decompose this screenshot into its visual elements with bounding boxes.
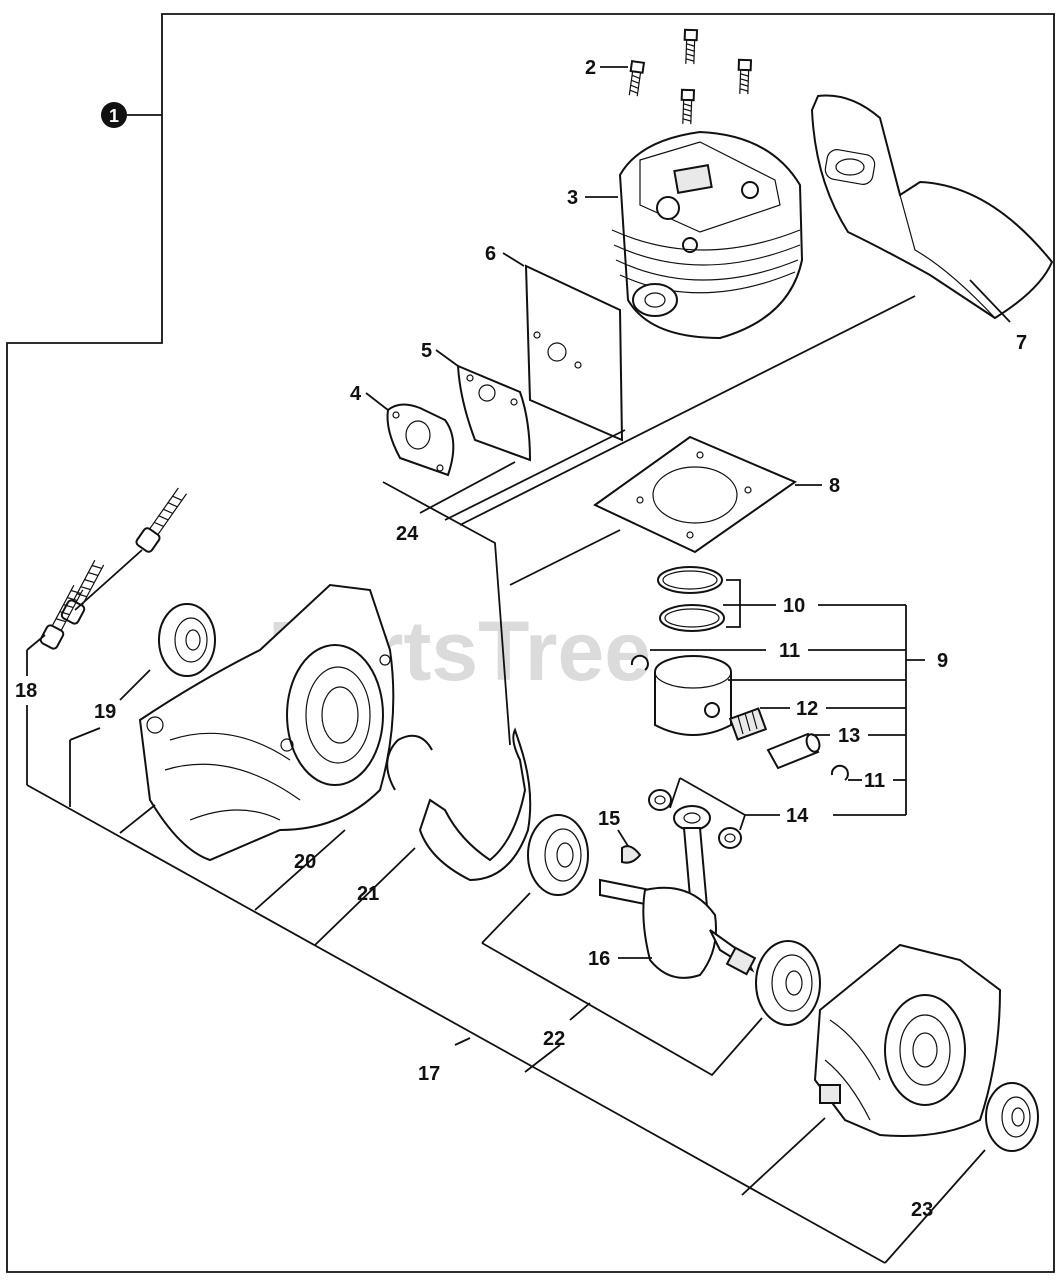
callout-17: 17 — [418, 1063, 440, 1085]
piston-circlips — [630, 654, 849, 781]
callout-23: 23 — [911, 1199, 933, 1221]
leader-lines — [26, 66, 1011, 1264]
assembly-callout: 1 — [101, 102, 162, 128]
crankcase-right — [813, 943, 1002, 1137]
callout-4: 4 — [350, 383, 362, 405]
thrust-washers — [648, 789, 742, 849]
callout-2: 2 — [585, 57, 596, 79]
main-bearing-left — [527, 814, 589, 896]
oil-seal-right — [985, 1082, 1039, 1152]
callout-12: 12 — [796, 698, 818, 720]
snap-ring — [386, 734, 433, 791]
gasket-5 — [456, 364, 532, 462]
piston-rings — [657, 566, 725, 632]
callout-18: 18 — [15, 680, 37, 702]
callout-11-upper: 11 — [779, 640, 800, 662]
svg-text:1: 1 — [109, 106, 119, 126]
main-bearing-right — [755, 940, 821, 1026]
crankcase-left — [138, 583, 395, 862]
callout-19: 19 — [94, 701, 116, 723]
callout-21: 21 — [357, 883, 379, 905]
crankcase-bolts — [39, 487, 188, 650]
callout-15: 15 — [598, 808, 620, 830]
crankcase-gasket — [418, 727, 532, 882]
callout-11-lower: 11 — [864, 770, 885, 792]
callout-5: 5 — [421, 340, 432, 362]
callout-6: 6 — [485, 243, 496, 265]
callout-16: 16 — [588, 948, 610, 970]
diagram-frame — [6, 13, 1055, 1273]
piston — [654, 655, 732, 736]
crankshaft — [599, 805, 757, 979]
needle-bearing — [728, 707, 768, 741]
cylinder — [611, 130, 804, 340]
cylinder-screws — [628, 28, 753, 125]
callout-24: 24 — [396, 523, 419, 545]
oil-seal-left — [158, 603, 216, 677]
gasket-4 — [386, 403, 455, 477]
callout-9: 9 — [937, 650, 948, 672]
callout-3: 3 — [567, 187, 578, 209]
heat-shield — [810, 94, 1054, 320]
woodruff-key — [621, 845, 642, 864]
piston-pin — [766, 732, 821, 770]
callout-8: 8 — [829, 475, 840, 497]
callout-20: 20 — [294, 851, 316, 873]
callout-13: 13 — [838, 725, 860, 747]
callout-labels: 2 3 6 5 4 7 8 24 10 11 9 12 13 11 14 15 … — [15, 57, 1027, 1221]
cylinder-gasket — [593, 435, 798, 554]
callout-22: 22 — [543, 1028, 565, 1050]
callout-10: 10 — [783, 595, 805, 617]
callout-7: 7 — [1016, 332, 1027, 354]
callout-14: 14 — [786, 805, 809, 827]
gasket-6 — [524, 264, 624, 442]
